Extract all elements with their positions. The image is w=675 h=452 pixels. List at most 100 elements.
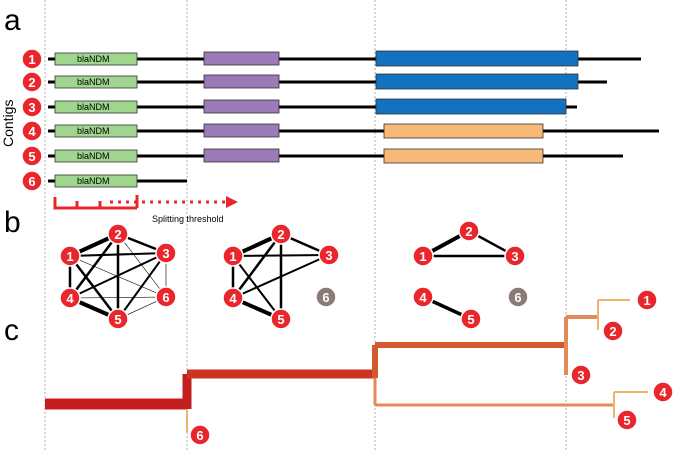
node-number: 5 — [623, 413, 630, 428]
graph-node-2 — [107, 223, 129, 245]
node-number: 1 — [419, 249, 426, 264]
gene-blandm — [54, 75, 138, 89]
graph-node-2 — [458, 220, 480, 242]
gene-label: blaNDM — [77, 151, 110, 161]
contig-number: 3 — [28, 100, 35, 115]
node-number: 3 — [325, 248, 332, 263]
gene-label: blaNDM — [77, 54, 110, 64]
gene-blandm — [54, 100, 138, 114]
contigs-axis-label: Contigs — [0, 100, 16, 147]
node-number: 5 — [467, 312, 474, 327]
node-number: 5 — [277, 312, 284, 327]
graph-node-4 — [59, 287, 81, 309]
graph-node-3 — [318, 244, 340, 266]
node-number: 3 — [162, 246, 169, 261]
graph-node-3 — [155, 242, 177, 264]
graph-node-2 — [270, 223, 292, 245]
graph-edge — [69, 255, 167, 298]
tree-leaf-badge-1 — [636, 289, 658, 311]
node-number: 4 — [66, 291, 74, 306]
gene-label: blaNDM — [77, 102, 110, 112]
node-number: 1 — [229, 249, 236, 264]
graph-contig-6-split: 1 2 3 4 5 6 — [222, 223, 340, 330]
graph-edge — [69, 252, 167, 299]
graph-node-5 — [107, 308, 129, 330]
graph-edge — [232, 233, 282, 299]
panel-letter-a: a — [4, 4, 21, 37]
gene-purple — [203, 123, 280, 138]
graph-node-6-isolated — [315, 286, 337, 308]
gene-purple — [203, 51, 280, 66]
graph-edges — [68, 232, 167, 321]
contig-badge-3 — [21, 96, 43, 118]
gene-blandm — [54, 52, 138, 66]
graph-node-1 — [222, 245, 244, 267]
graph-node-5 — [460, 308, 482, 330]
graph-node-6 — [155, 286, 177, 308]
gene-orange — [383, 148, 544, 164]
node-number: 1 — [643, 293, 650, 308]
gene-orange — [383, 123, 544, 139]
contig-number: 5 — [28, 149, 35, 164]
graph-node-6-isolated — [507, 286, 529, 308]
panel-letter-c: c — [4, 314, 19, 347]
graph-node-4 — [222, 287, 244, 309]
contig-badge-1 — [21, 48, 43, 70]
graph-node-5 — [270, 308, 292, 330]
contig-badge-6 — [21, 170, 43, 192]
gene-blandm — [54, 124, 138, 138]
tree-leaf-badge-6 — [189, 424, 211, 446]
splitting-threshold-label: Splitting threshold — [152, 214, 224, 224]
node-number: 2 — [277, 227, 284, 242]
node-number: 2 — [114, 227, 121, 242]
graph-all-contigs: 1 2 3 4 5 6 — [59, 223, 177, 330]
contig-tracks: blaNDM blaNDM blaNDM blaNDM blaNDM blaND… — [21, 48, 659, 224]
graph-edge — [117, 252, 167, 320]
gene-label: blaNDM — [77, 176, 110, 186]
node-number: 4 — [419, 290, 427, 305]
tree-leaf-badge-2 — [602, 320, 624, 342]
tree-leaf-badge-4 — [652, 381, 674, 403]
splitting-tree — [45, 299, 648, 432]
graph-node-1 — [412, 245, 434, 267]
tree-leaf-badges: 6 1 2 3 4 5 — [189, 289, 674, 446]
gene-blandm — [54, 174, 138, 188]
node-number: 4 — [659, 385, 667, 400]
contig-number: 4 — [28, 124, 36, 139]
gene-purple — [203, 74, 280, 89]
contig-badge-2 — [21, 71, 43, 93]
splitting-threshold-arrow: Splitting threshold — [53, 195, 238, 224]
contig-number: 6 — [28, 174, 35, 189]
contig-number: 1 — [28, 52, 35, 67]
graph-edges — [231, 232, 330, 321]
node-number: 6 — [322, 290, 329, 305]
contig-badge-4 — [21, 120, 43, 142]
node-number: 6 — [514, 290, 521, 305]
graph-edge — [117, 233, 167, 298]
contig-badge-5 — [21, 145, 43, 167]
panel-letter-b: b — [4, 206, 21, 239]
gene-purple — [203, 99, 280, 114]
contig-number: 2 — [28, 75, 35, 90]
node-number: 3 — [511, 249, 518, 264]
arrow-head-icon — [226, 196, 238, 208]
graph-node-1 — [59, 245, 81, 267]
gene-label: blaNDM — [77, 126, 110, 136]
graph-edge — [232, 254, 330, 299]
gene-label: blaNDM — [77, 77, 110, 87]
threshold-bracket — [53, 197, 137, 210]
node-number: 3 — [577, 368, 584, 383]
node-number: 2 — [609, 324, 616, 339]
graph-two-clusters: 1 2 3 4 5 6 — [412, 220, 529, 330]
node-number: 4 — [229, 291, 237, 306]
tree-leaf-badge-5 — [616, 409, 638, 431]
graph-node-4 — [412, 286, 434, 308]
node-number: 6 — [196, 428, 203, 443]
contig-badges: 1 2 3 4 5 6 — [21, 48, 43, 192]
gene-purple — [203, 148, 280, 163]
node-number: 2 — [465, 224, 472, 239]
gene-blue — [375, 73, 579, 90]
gene-blandm — [54, 149, 138, 163]
node-number: 5 — [114, 312, 121, 327]
